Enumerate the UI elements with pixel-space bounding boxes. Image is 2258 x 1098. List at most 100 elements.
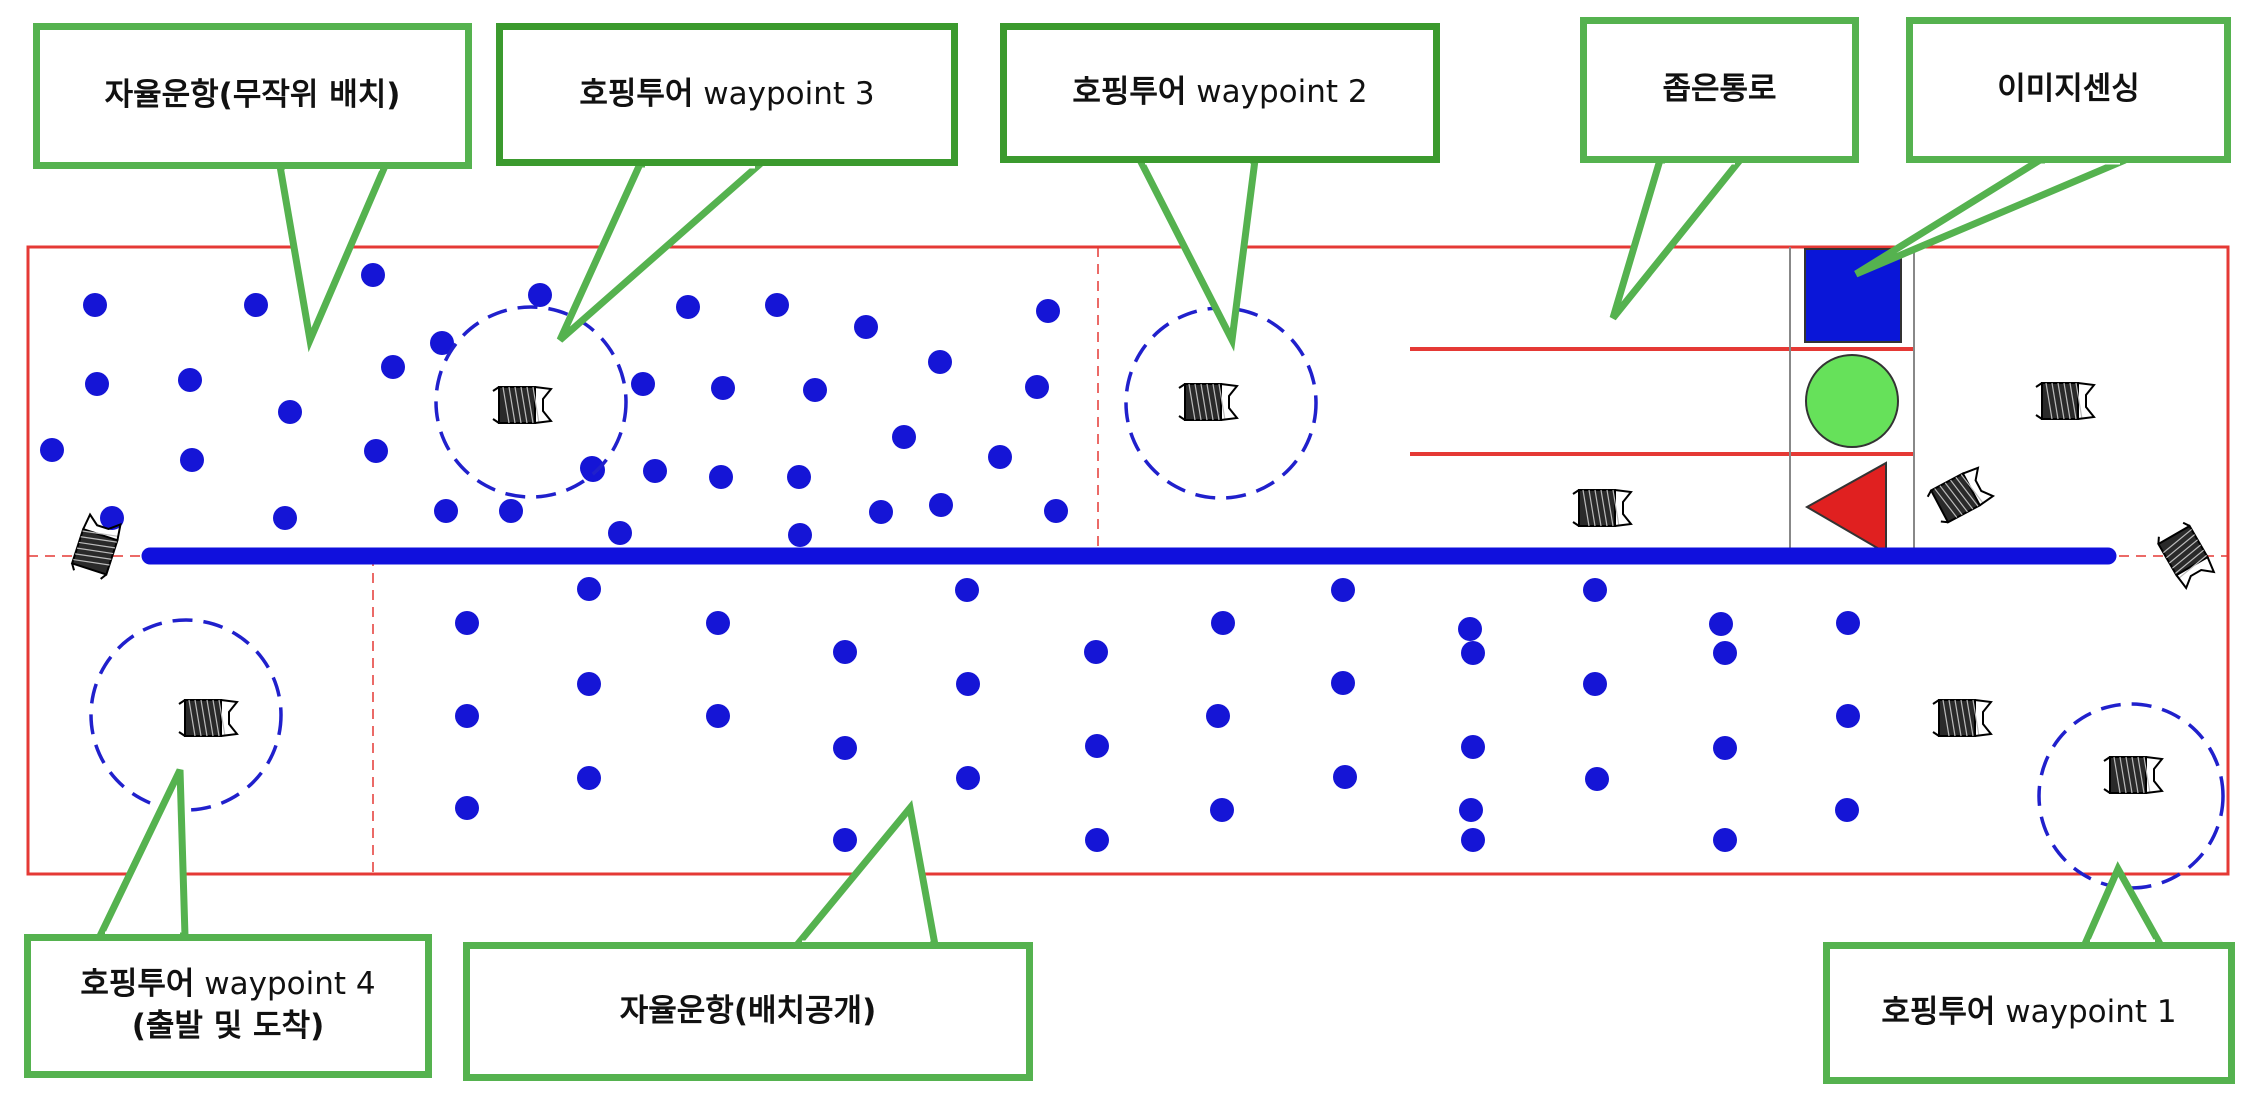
- callout-suffix: waypoint 3: [693, 75, 875, 112]
- obstacle-buoy: [608, 521, 632, 545]
- obstacle-buoy: [1459, 798, 1483, 822]
- obstacle-buoy: [711, 376, 735, 400]
- callout-image-sensing: 이미지센싱: [1906, 17, 2231, 163]
- course-boundary: [26, 245, 2230, 876]
- obstacle-buoy: [244, 293, 268, 317]
- obstacle-buoy: [1084, 640, 1108, 664]
- obstacle-buoy: [1331, 578, 1355, 602]
- obstacle-buoy: [100, 506, 124, 530]
- callout-autonomous-known: 자율운항(배치공개): [463, 942, 1033, 1081]
- obstacle-buoy: [803, 378, 827, 402]
- obstacle-buoy: [455, 611, 479, 635]
- callout-label: 이미지센싱: [1997, 71, 2140, 108]
- callout-hoping-waypoint-2: 호핑투어 waypoint 2: [1000, 23, 1440, 163]
- obstacle-buoy: [581, 458, 605, 482]
- boat-icon: [2103, 756, 2164, 794]
- obstacle-buoy: [1583, 672, 1607, 696]
- obstacle-buoy: [833, 736, 857, 760]
- obstacle-buoy: [988, 445, 1012, 469]
- obstacle-buoy: [528, 283, 552, 307]
- obstacle-buoy: [1713, 828, 1737, 852]
- waypoint-circle-4: [89, 618, 283, 812]
- obstacle-buoy: [1836, 611, 1860, 635]
- obstacle-buoy: [1085, 734, 1109, 758]
- obstacle-buoy: [1458, 617, 1482, 641]
- obstacle-buoy: [955, 578, 979, 602]
- obstacle-buoy: [1206, 704, 1230, 728]
- obstacle-buoy: [455, 704, 479, 728]
- obstacle-buoy: [40, 438, 64, 462]
- obstacle-buoy: [928, 350, 952, 374]
- obstacle-buoy: [381, 355, 405, 379]
- obstacle-buoy: [833, 828, 857, 852]
- callout-label: 자율운항(배치공개): [619, 992, 877, 1029]
- callout-suffix: waypoint 2: [1186, 74, 1368, 111]
- obstacle-buoy: [1585, 767, 1609, 791]
- callout-hoping-waypoint-3: 호핑투어 waypoint 3: [496, 23, 958, 166]
- obstacle-buoy: [956, 766, 980, 790]
- callout-label: 자율운항(무작위 배치): [104, 77, 401, 114]
- boat-icon: [1572, 489, 1633, 527]
- obstacle-buoy: [709, 465, 733, 489]
- waypoint-circle-3: [434, 305, 628, 499]
- obstacle-buoy: [1025, 375, 1049, 399]
- obstacle-buoy: [1583, 578, 1607, 602]
- obstacle-buoy: [273, 506, 297, 530]
- obstacle-buoy: [706, 611, 730, 635]
- obstacle-buoy: [434, 499, 458, 523]
- obstacle-buoy: [577, 766, 601, 790]
- obstacle-buoy: [85, 372, 109, 396]
- obstacle-buoy: [643, 459, 667, 483]
- obstacle-buoy: [178, 368, 202, 392]
- obstacle-buoy: [1835, 798, 1859, 822]
- boat-icon: [1926, 466, 1996, 524]
- callout-autonomous-random: 자율운항(무작위 배치): [33, 23, 472, 169]
- callout-title: 호핑투어: [1881, 994, 1996, 1031]
- obstacle-buoy: [577, 577, 601, 601]
- obstacle-buoy: [1210, 798, 1234, 822]
- obstacle-buoy: [676, 295, 700, 319]
- obstacle-buoy: [854, 315, 878, 339]
- obstacle-buoy: [1461, 828, 1485, 852]
- obstacle-buoy: [765, 293, 789, 317]
- obstacle-buoy: [833, 640, 857, 664]
- obstacle-buoy: [1331, 671, 1355, 695]
- callout-hoping-waypoint-4: 호핑투어 waypoint 4 (출발 및 도착): [24, 934, 432, 1078]
- obstacle-buoy: [1333, 765, 1357, 789]
- callout-label: 좁은통로: [1662, 71, 1777, 108]
- obstacle-buoy: [929, 493, 953, 517]
- boat-icon: [70, 512, 122, 580]
- boat-icon: [2157, 521, 2216, 591]
- obstacle-buoy: [1709, 612, 1733, 636]
- obstacle-buoy: [1036, 299, 1060, 323]
- obstacle-buoy: [361, 263, 385, 287]
- obstacle-buoy: [180, 448, 204, 472]
- red-triangle-icon: [1804, 461, 1887, 555]
- obstacle-buoy: [631, 372, 655, 396]
- obstacle-buoy: [788, 523, 812, 547]
- obstacle-buoy: [1211, 611, 1235, 635]
- boat-icon: [2035, 382, 2096, 420]
- boat-icon: [492, 386, 553, 424]
- obstacle-buoy: [1044, 499, 1068, 523]
- callout-title: 호핑투어: [579, 75, 694, 112]
- obstacle-buoy: [364, 439, 388, 463]
- obstacle-buoy: [83, 293, 107, 317]
- obstacle-buoy: [430, 331, 454, 355]
- obstacle-buoy: [577, 672, 601, 696]
- boats: [70, 382, 2216, 794]
- obstacle-buoy: [1713, 736, 1737, 760]
- boat-icon: [1932, 699, 1993, 737]
- obstacle-buoy: [278, 400, 302, 424]
- obstacle-buoy: [1713, 641, 1737, 665]
- obstacle-buoy: [956, 672, 980, 696]
- callout-title: 호핑투어: [1072, 74, 1187, 111]
- obstacle-buoy: [706, 704, 730, 728]
- narrow-passage: [1410, 347, 1915, 456]
- obstacle-buoy: [1085, 828, 1109, 852]
- obstacle-buoy: [869, 500, 893, 524]
- boat-icon: [1178, 383, 1239, 421]
- waypoint-circle-1: [2037, 702, 2225, 890]
- callout-subtitle: (출발 및 도착): [131, 1008, 325, 1044]
